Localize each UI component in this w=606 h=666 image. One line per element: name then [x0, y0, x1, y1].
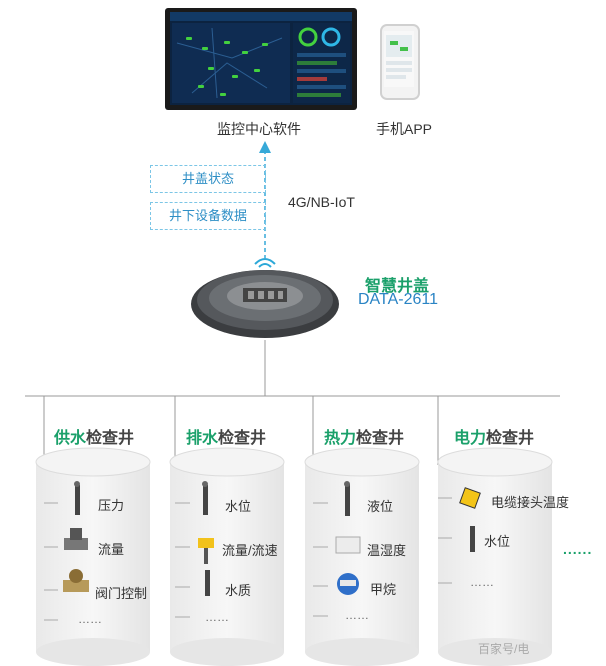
item-methane: 甲烷: [370, 582, 397, 597]
protocol-label: 4G/NB-IoT: [288, 194, 355, 210]
map-marker: [254, 69, 260, 72]
water-level-sensor-icon: [202, 481, 208, 515]
map-marker: [220, 93, 226, 96]
item-flow-velocity: 流量/流速: [222, 543, 278, 558]
item-temp-humidity: 温湿度: [367, 543, 407, 558]
well-cylinder-heat: [304, 447, 420, 666]
cable-temp-sensor-icon: [459, 487, 481, 509]
phone-map-graphic: [386, 35, 412, 79]
temp-humidity-sensor-icon: [335, 536, 361, 554]
panel-widgets: [297, 27, 346, 97]
dashboard-map: [172, 23, 290, 103]
item-more: ……: [78, 612, 102, 626]
map-marker: [232, 75, 238, 78]
map-marker: [208, 67, 214, 70]
well-cylinder-water: [35, 447, 151, 666]
liquid-level-sensor-icon: [344, 481, 350, 516]
well-title-power: 电力检查井: [454, 430, 535, 447]
map-marker: [262, 43, 268, 46]
item-valve-control: 阀门控制: [95, 586, 148, 601]
map-marker: [224, 41, 230, 44]
monitor-label: 监控中心软件: [217, 121, 301, 137]
well-title-water: 供水检查井: [54, 430, 135, 447]
well-cylinders: [35, 447, 553, 666]
well-title-drain: 排水检查井: [186, 430, 267, 447]
well-cylinder-drain: [169, 447, 285, 666]
watermark: 百家号/电: [478, 642, 530, 656]
item-flow: 流量: [98, 542, 125, 557]
power-water-level-icon: [470, 526, 475, 552]
device-name: 智慧井盖: [365, 278, 430, 295]
item-liquid-level: 液位: [367, 499, 394, 514]
item-water-quality: 水质: [225, 583, 252, 598]
dashboard-side-panel: [293, 23, 350, 103]
map-marker: [198, 85, 204, 88]
pressure-sensor-icon: [74, 481, 80, 515]
valve-icon: [63, 569, 89, 592]
water-quality-sensor-icon: [205, 570, 210, 596]
item-water-level: 水位: [225, 499, 252, 514]
phone-app-screen: [384, 31, 414, 87]
monitoring-dashboard-screen: [170, 12, 352, 105]
uplink-arrow-icon: [259, 141, 271, 153]
flow-meter-icon: [64, 528, 88, 550]
dashboard-title-bar: [170, 12, 352, 21]
manhole-cover-icon: [191, 258, 339, 338]
data-box: 井下设备数据: [150, 202, 266, 230]
item-power-water-level: 水位: [484, 534, 511, 549]
methane-sensor-icon: [337, 573, 359, 595]
item-pressure: 压力: [98, 498, 125, 513]
well-cylinder-power: [437, 447, 553, 666]
status-box: 井盖状态: [150, 165, 266, 193]
map-marker: [202, 47, 208, 50]
more-wells-indicator: ......: [563, 541, 593, 557]
map-marker: [242, 51, 248, 54]
well-title-heat: 热力检查井: [324, 430, 405, 447]
item-more: ……: [345, 608, 369, 622]
item-more: ……: [205, 610, 229, 624]
device-code: DATA-2611: [358, 291, 439, 308]
item-cable-joint-temp: 电缆接头温度: [491, 495, 570, 510]
item-more: ……: [470, 575, 494, 589]
flow-velocity-sensor-icon: [198, 538, 214, 564]
phone-label: 手机APP: [376, 121, 433, 137]
map-marker: [186, 37, 192, 40]
